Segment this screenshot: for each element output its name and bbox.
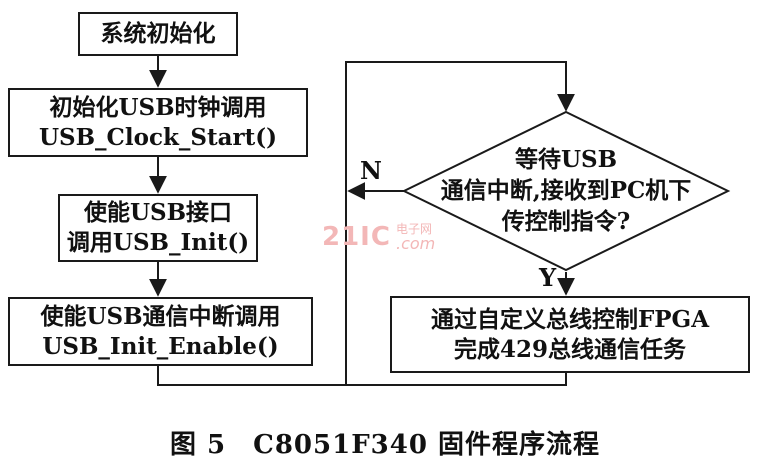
decision-text: 等待USB 通信中断,接收到PC机下 传控制指令? (404, 144, 728, 237)
line-left-to-loop (157, 366, 346, 386)
init-clock-box: 初始化USB时钟调用 USB_Clock_Start() (8, 88, 308, 157)
control-fpga-line1: 通过自定义总线控制FPGA (430, 305, 710, 333)
label-no: N (360, 156, 382, 185)
line-action-to-loop (346, 373, 567, 386)
init-clock-line1: 初始化USB时钟调用 (49, 93, 267, 121)
control-fpga-line2: 完成429总线通信任务 (453, 335, 686, 363)
decision-line3: 传控制指令? (501, 208, 631, 235)
enable-usb-line2: 调用USB_Init() (66, 229, 250, 256)
watermark-cn: 电子网 (396, 222, 433, 236)
watermark-domain: .com (396, 234, 436, 253)
watermark-logo: 21IC 电子网 .com (322, 222, 462, 256)
init-system-box: 系统初始化 (78, 12, 238, 56)
figure-caption: 图 5 C8051F340 固件程序流程 (170, 430, 600, 460)
enable-interrupt-line1: 使能USB通信中断调用 (40, 302, 281, 330)
watermark-number: 21IC (322, 222, 391, 252)
control-fpga-box: 通过自定义总线控制FPGA 完成429总线通信任务 (390, 296, 750, 373)
enable-usb-box: 使能USB接口 调用USB_Init() (58, 194, 258, 262)
decision-line1: 等待USB (514, 146, 618, 173)
enable-interrupt-box: 使能USB通信中断调用 USB_Init_Enable() (8, 297, 313, 366)
decision-diamond (401, 110, 731, 272)
init-system-text: 系统初始化 (100, 20, 216, 47)
init-clock-line2: USB_Clock_Start() (38, 123, 278, 151)
enable-usb-line1: 使能USB接口 (83, 199, 233, 226)
enable-interrupt-line2: USB_Init_Enable() (42, 332, 279, 360)
label-yes: Y (539, 263, 557, 292)
decision-line2: 通信中断,接收到PC机下 (440, 177, 692, 204)
line-loop-to-decision (345, 61, 575, 385)
